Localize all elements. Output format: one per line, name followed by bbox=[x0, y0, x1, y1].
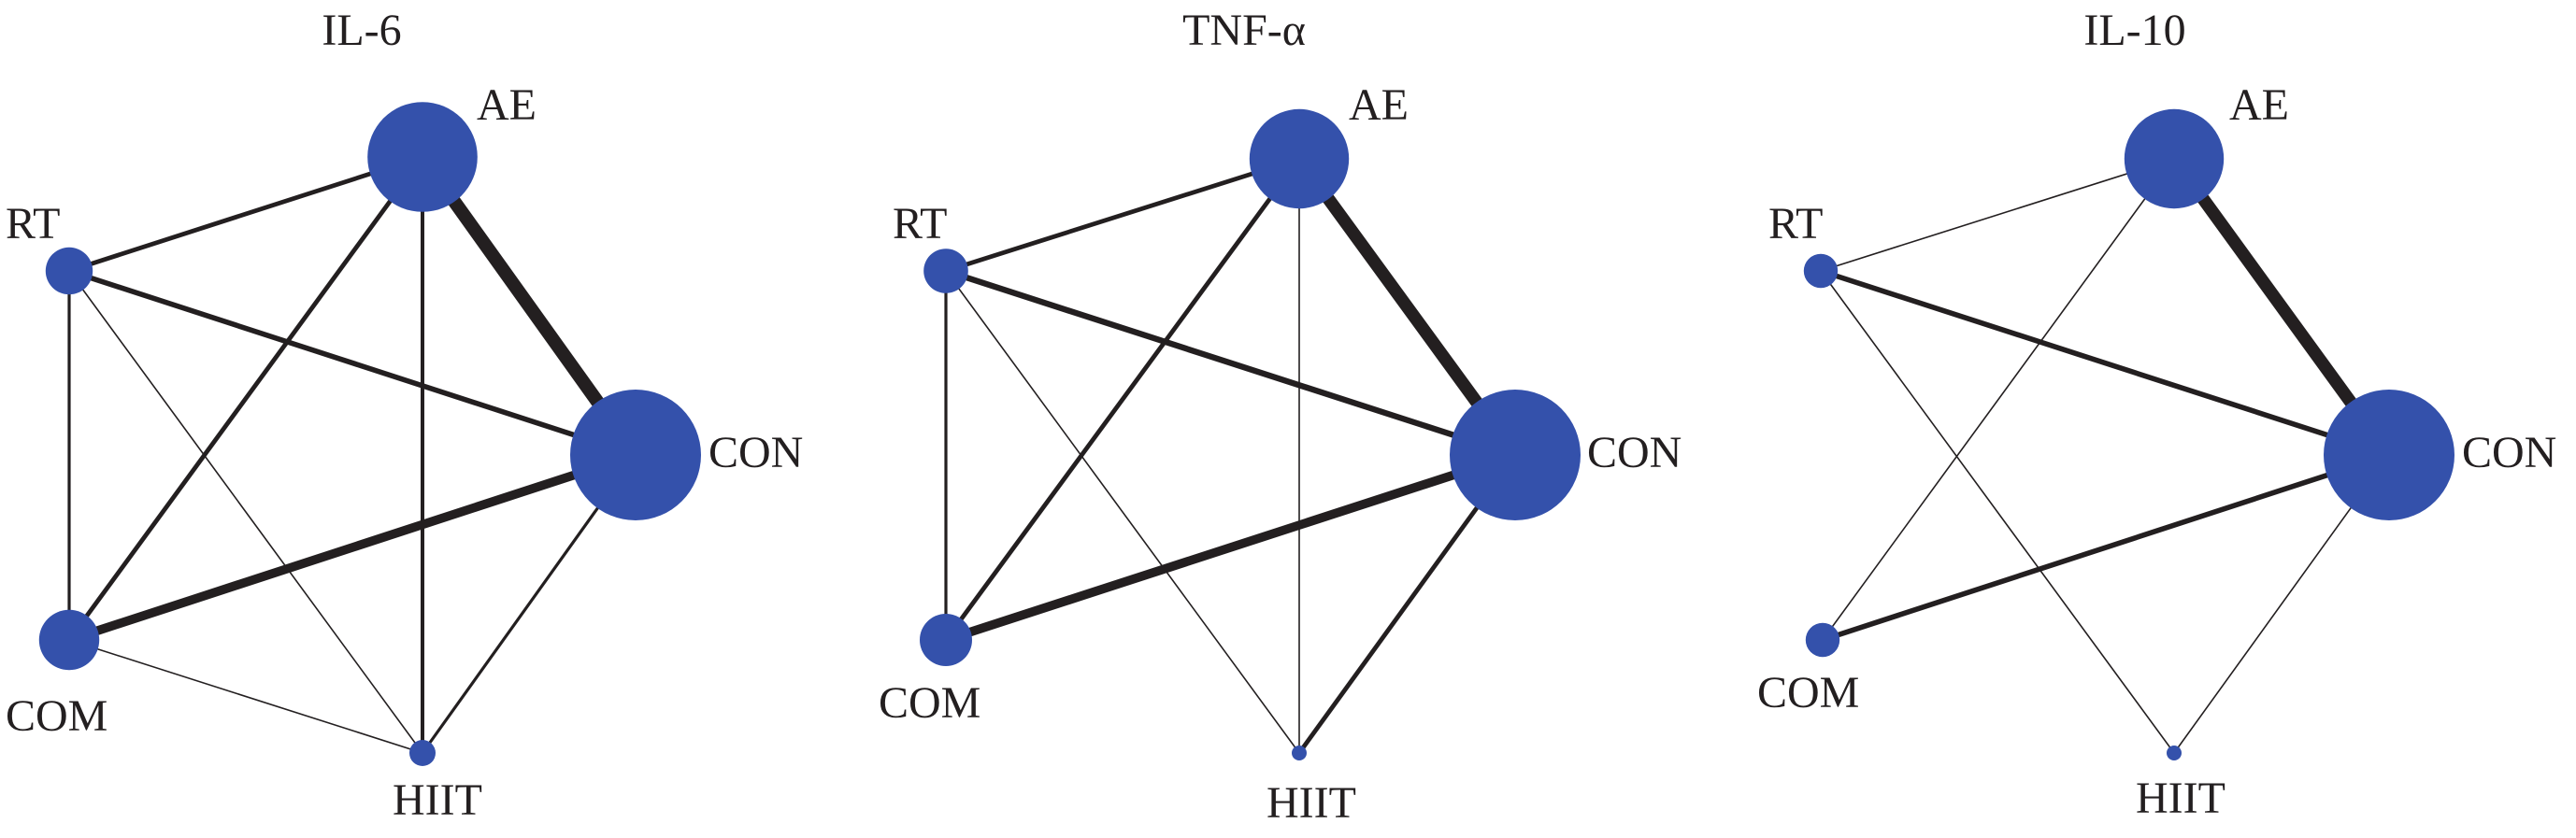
edge-com-con bbox=[67, 450, 637, 645]
node-hiit bbox=[409, 740, 436, 766]
edge-com-con bbox=[1822, 452, 2390, 643]
edge-rt-hiit bbox=[68, 270, 423, 754]
node-ae bbox=[367, 102, 478, 212]
node-rt bbox=[45, 247, 93, 295]
node-label-ae: AE bbox=[1349, 80, 1409, 130]
node-rt bbox=[923, 249, 968, 293]
node-label-ae: AE bbox=[2229, 80, 2289, 130]
node-label-hiit: HIIT bbox=[393, 775, 482, 825]
node-com bbox=[920, 614, 972, 666]
edge-rt-con bbox=[68, 268, 637, 458]
panel-tnf-alpha: TNF-α AE RT CON COM HIIT bbox=[879, 6, 1682, 828]
node-ae bbox=[2124, 108, 2225, 209]
edge-layer bbox=[67, 152, 641, 754]
panel-il10: IL-10 AE RT CON COM HIIT bbox=[1757, 6, 2556, 823]
edge-com-con bbox=[944, 450, 1517, 645]
panel-title: TNF-α bbox=[1182, 6, 1306, 55]
node-con bbox=[2324, 390, 2454, 520]
node-label-com: COM bbox=[1757, 668, 1859, 717]
edge-ae-com bbox=[1822, 158, 2175, 641]
edge-rt-hiit bbox=[945, 270, 1300, 754]
node-label-com: COM bbox=[879, 678, 980, 728]
node-rt bbox=[1803, 253, 1839, 289]
edge-layer bbox=[1820, 155, 2395, 754]
node-layer: AE RT CON COM HIIT bbox=[1757, 80, 2556, 823]
node-hiit bbox=[1292, 746, 1307, 760]
node-layer: AE RT CON COM HIIT bbox=[879, 80, 1682, 828]
node-label-hiit: HIIT bbox=[1267, 778, 1356, 828]
node-label-con: CON bbox=[708, 428, 803, 477]
panel-title: IL-10 bbox=[2083, 6, 2185, 55]
edge-rt-con bbox=[1820, 268, 2390, 458]
edge-ae-com bbox=[944, 157, 1301, 642]
node-label-rt: RT bbox=[893, 199, 947, 249]
node-label-rt: RT bbox=[1768, 199, 1823, 249]
edge-layer bbox=[944, 154, 1521, 755]
edge-rt-hiit bbox=[1820, 270, 2175, 754]
edge-rt-ae bbox=[1820, 158, 2175, 272]
node-label-rt: RT bbox=[6, 199, 60, 249]
edge-rt-ae bbox=[68, 154, 423, 274]
edge-rt-ae bbox=[945, 156, 1300, 274]
node-layer: AE RT CON COM HIIT bbox=[6, 80, 803, 825]
edge-com-hiit bbox=[68, 639, 423, 754]
node-label-ae: AE bbox=[477, 80, 537, 130]
node-con bbox=[570, 390, 701, 520]
node-label-con: CON bbox=[1587, 428, 1682, 477]
panel-title: IL-6 bbox=[322, 6, 401, 55]
edge-rt-con bbox=[945, 267, 1516, 459]
panel-il6: IL-6 AE RT CON COM HIIT bbox=[6, 6, 803, 825]
node-com bbox=[38, 609, 100, 671]
node-label-con: CON bbox=[2462, 428, 2556, 477]
node-com bbox=[1805, 622, 1840, 658]
edge-ae-com bbox=[67, 155, 424, 642]
node-label-hiit: HIIT bbox=[2136, 774, 2225, 823]
node-con bbox=[1450, 390, 1581, 520]
node-ae bbox=[1249, 108, 1350, 209]
node-label-com: COM bbox=[6, 691, 107, 741]
node-hiit bbox=[2167, 746, 2182, 760]
